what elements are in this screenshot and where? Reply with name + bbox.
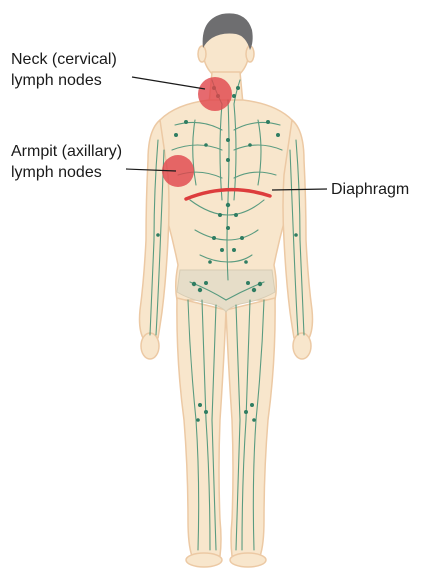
neck-leader-line <box>132 77 205 89</box>
neck-lymph-nodes-highlight <box>198 77 232 111</box>
armpit-lymph-nodes-label: Armpit (axillary) lymph nodes <box>11 141 122 183</box>
armpit-label-line1: Armpit (axillary) <box>11 141 122 162</box>
neck-lymph-nodes-label: Neck (cervical) lymph nodes <box>11 49 117 91</box>
neck-label-line1: Neck (cervical) <box>11 49 117 70</box>
diaphragm-label: Diaphragm <box>331 179 409 200</box>
armpit-label-line2: lymph nodes <box>11 162 122 183</box>
neck-label-line2: lymph nodes <box>11 70 117 91</box>
